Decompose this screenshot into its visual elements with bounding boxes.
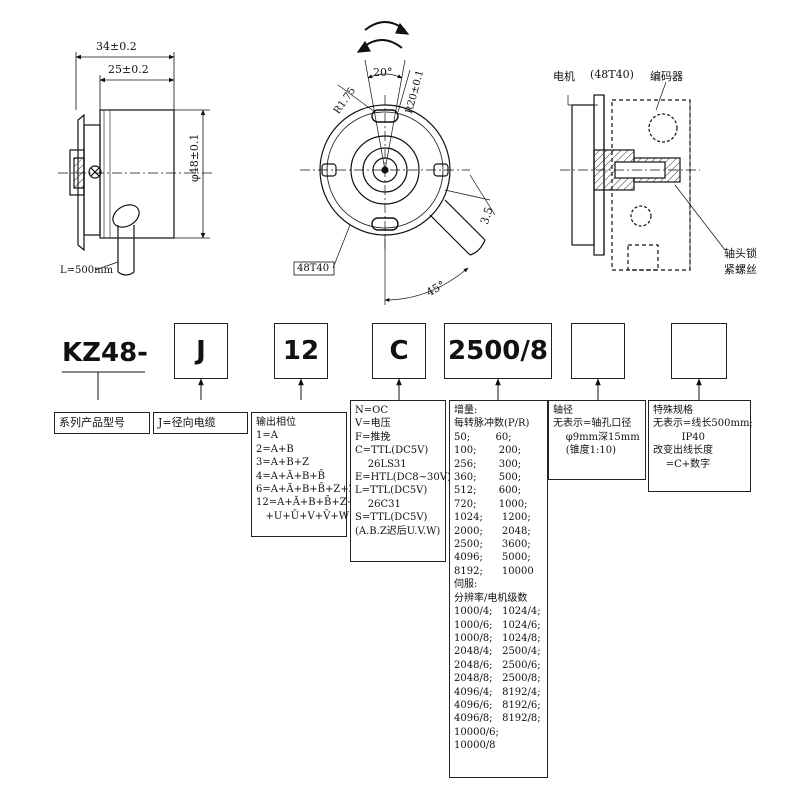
code-prefix: KZ48- — [62, 338, 148, 368]
desc-resolution: 增量: 每转脉冲数(P/R) 50; 60; 100; 200; 256; 30… — [449, 400, 548, 778]
code-cell-resolution: 2500/8 — [444, 323, 552, 379]
desc-series: 系列产品型号 — [54, 412, 150, 434]
code-cell-cable: J — [174, 323, 228, 379]
encoder-label: 编码器 — [650, 70, 683, 83]
code-cell-output: C — [372, 323, 426, 379]
side-view — [58, 52, 215, 276]
front-view — [293, 21, 496, 305]
desc-phase: 输出相位 1=A 2=A+B 3=A+B+Z 4=A+Ā+B+B̄ 6=A+Ā+… — [251, 412, 368, 537]
dim-overall-length: 34±0.2 — [96, 40, 137, 53]
dim-cable-length: L=500mm — [60, 265, 114, 276]
desc-shaft: 轴径 无表示=轴孔口径 φ9mm深15mm (锥度1:10) — [548, 400, 646, 480]
dim-body-length: 25±0.2 — [108, 63, 149, 76]
desc-special: 特殊规格 无表示=线长500mm; IP40 改变出线长度 =C+数字 — [648, 400, 753, 492]
screw-label: 轴头锁 紧螺丝 — [724, 247, 757, 276]
desc-output: N=OC V=电压 F=推挽 C=TTL(DC5V) 26LS31 E=HTL(… — [350, 400, 451, 562]
code-cell-shaft — [571, 323, 625, 379]
motor-label: 电机 — [553, 70, 575, 83]
code-cell-phase: 12 — [274, 323, 328, 379]
desc-cable: J=径向电缆 — [153, 412, 248, 434]
model-tag: 48T40 — [297, 263, 330, 274]
motor-model: (48T40) — [590, 68, 634, 81]
dim-diameter: φ48±0.1 — [188, 133, 201, 182]
dim-angle-top: 20° — [373, 66, 393, 79]
code-cell-special — [671, 323, 727, 379]
section-view — [560, 81, 726, 271]
